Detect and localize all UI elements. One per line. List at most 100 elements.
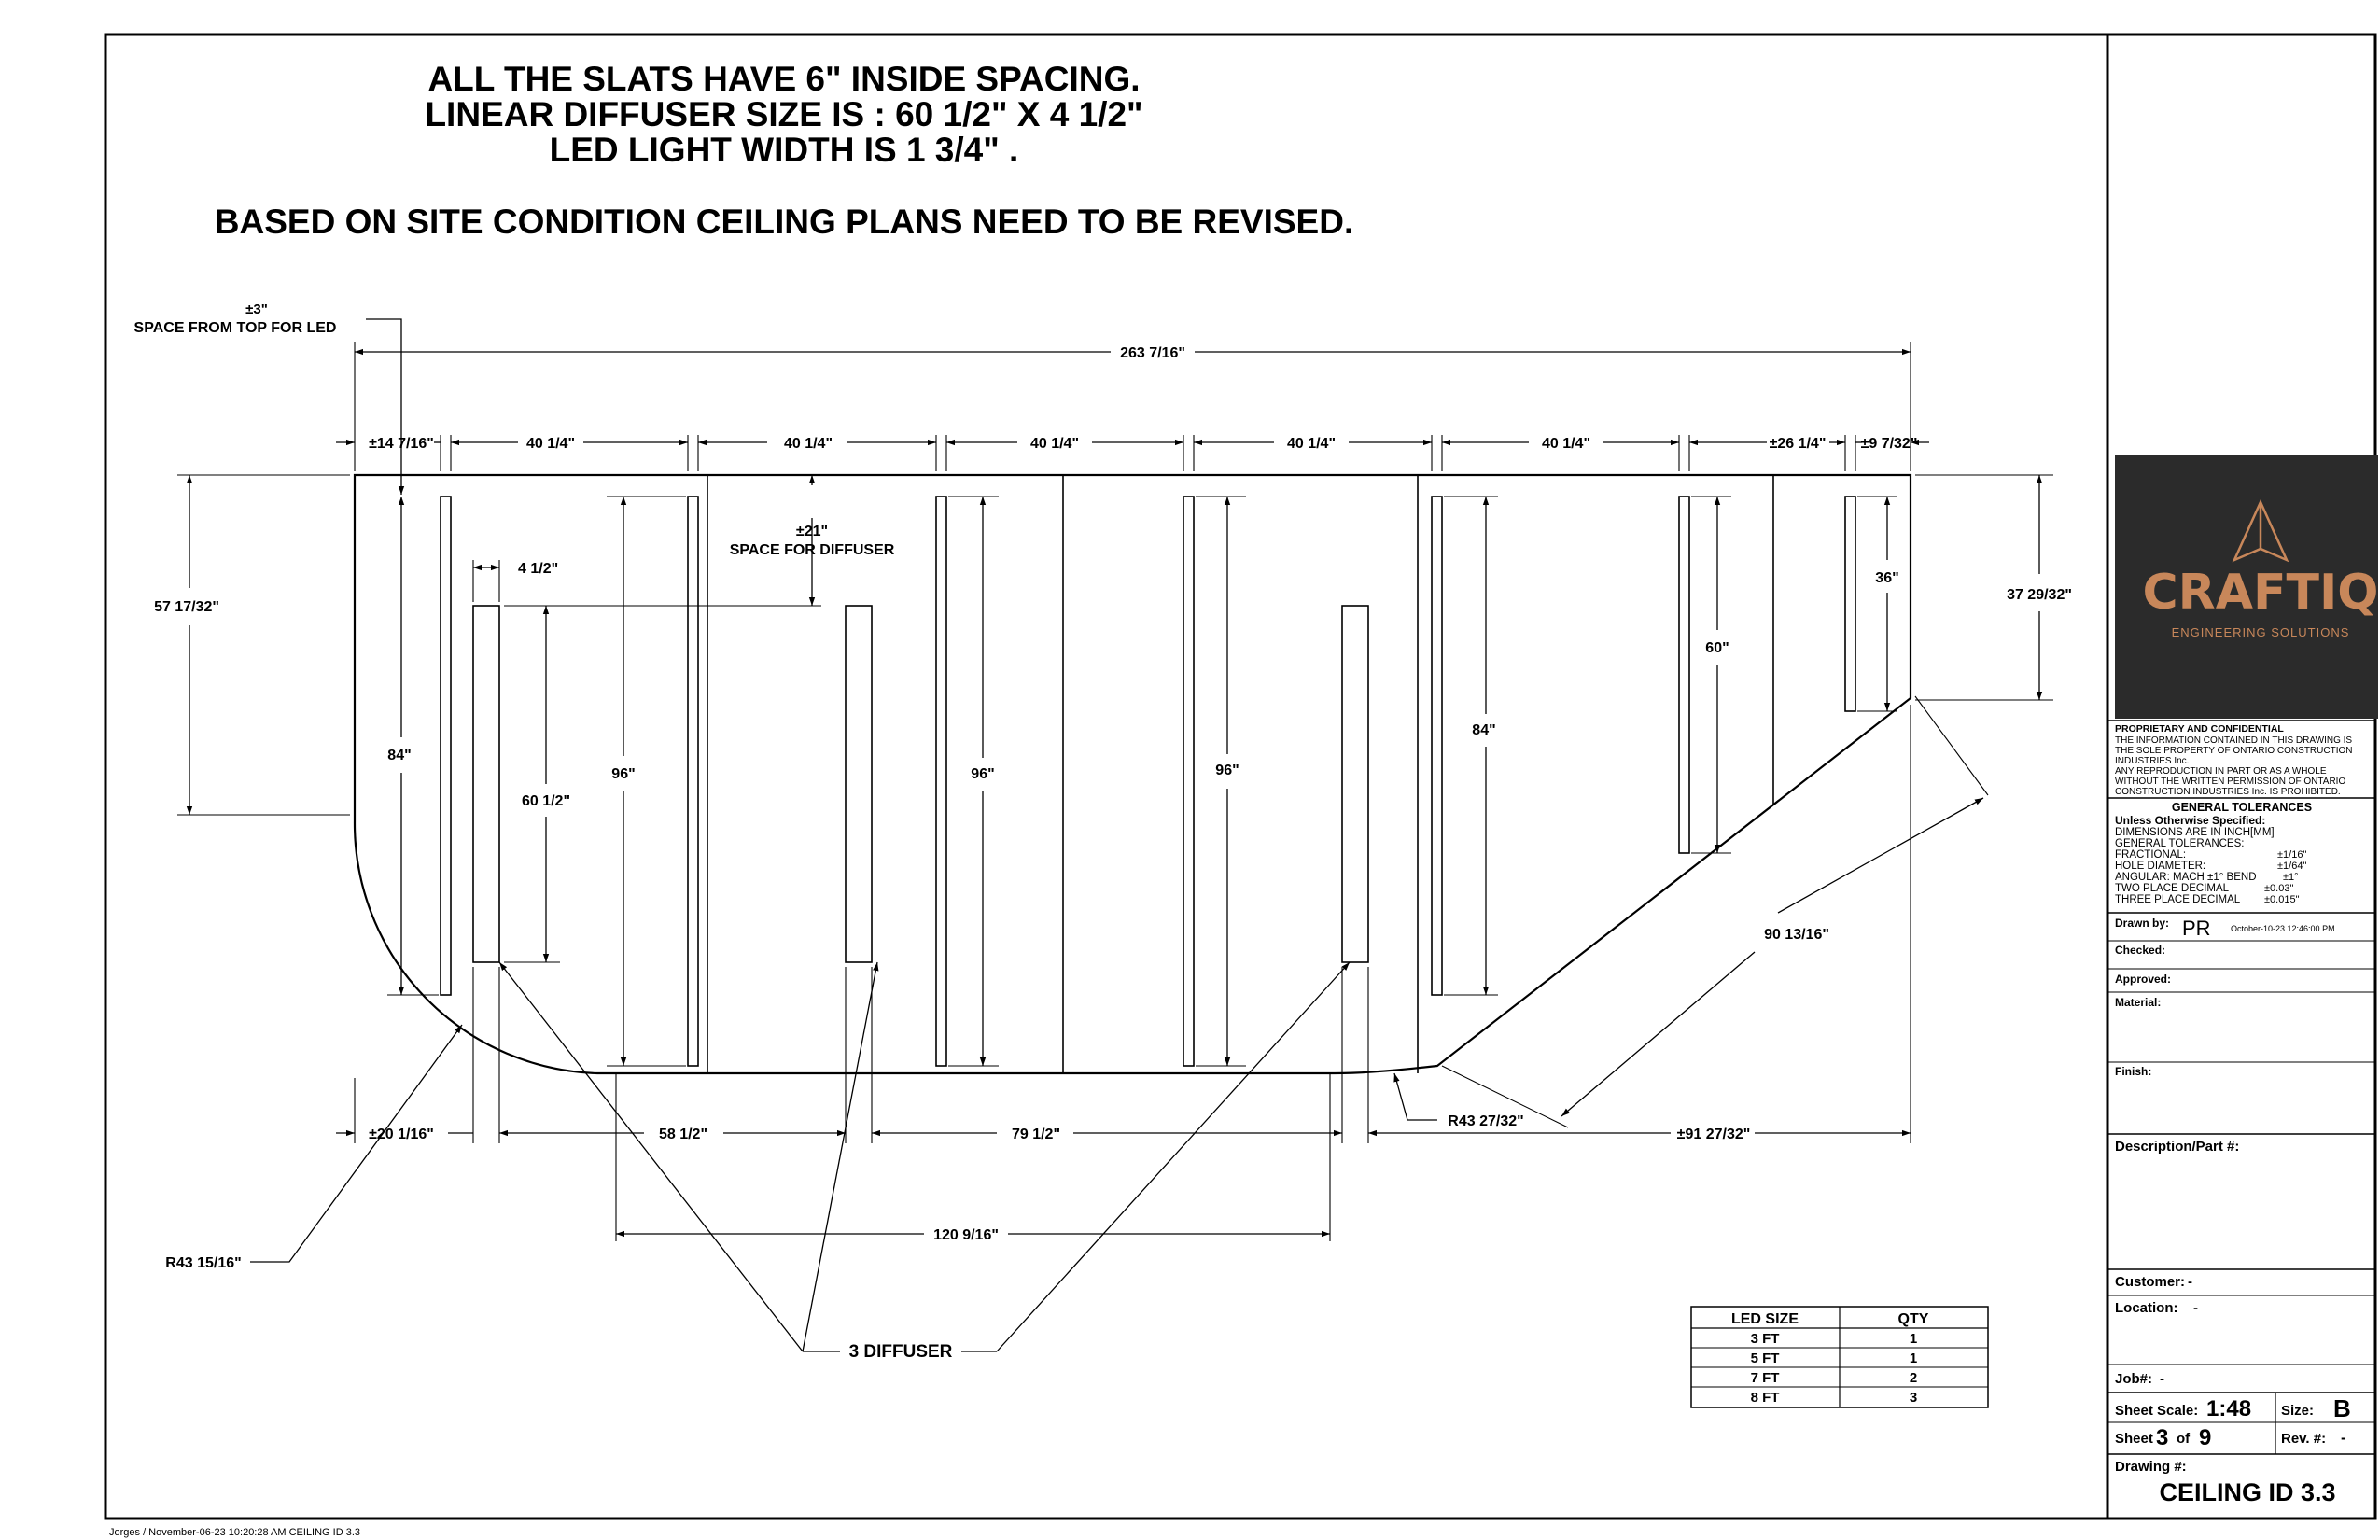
prop-line: ANY REPRODUCTION IN PART OR AS A WHOLE [2115, 766, 2327, 777]
prop-title: PROPRIETARY AND CONFIDENTIAL [2115, 723, 2284, 735]
dim-slat-96-b: 96" [971, 766, 994, 782]
table-cell: 3 FT [1751, 1331, 1780, 1347]
diffuser-space-label: SPACE FOR DIFFUSER [730, 542, 895, 558]
dim-bay-3: 40 1/4" [1030, 436, 1079, 452]
description-label: Description/Part #: [2115, 1139, 2239, 1155]
dim-top-right-b: ±9 7/32" [1861, 436, 1918, 452]
job-label: Job#: [2115, 1371, 2152, 1387]
dim-slat-60: 60" [1705, 640, 1729, 656]
tol-line: THREE PLACE DECIMAL [2115, 894, 2241, 905]
tol-value: ±1° [2283, 872, 2299, 883]
diffuser-callout: 3 DIFFUSER [849, 1342, 953, 1362]
logo-tagline: ENGINEERING SOLUTIONS [2172, 625, 2350, 639]
table-cell: 3 [1910, 1390, 1917, 1406]
material-label: Material: [2115, 996, 2161, 1009]
customer-label: Customer: [2115, 1274, 2185, 1290]
tol-value: ±1/16" [2277, 849, 2306, 861]
diffuser-leader [802, 961, 879, 1352]
tol-value: ±0.03" [2264, 883, 2293, 894]
linear-diffuser [472, 605, 500, 963]
table-cell: 2 [1910, 1370, 1917, 1386]
radius-left-leader [250, 1024, 463, 1263]
note-diffuser-size: LINEAR DIFFUSER SIZE IS : 60 1/2" X 4 1/… [425, 95, 1142, 133]
craftiq-logo-icon [2232, 498, 2289, 563]
dim-slat-84-right: 84" [1472, 722, 1495, 738]
customer-value: - [2188, 1274, 2192, 1290]
dim-right-height: 37 29/32" [2007, 587, 2072, 603]
led-slat [440, 496, 452, 996]
table-cell: 1 [1910, 1331, 1917, 1347]
tol-line: HOLE DIAMETER: [2115, 861, 2205, 872]
drawn-date: October-10-23 12:46:00 PM [2231, 924, 2335, 933]
led-slat [1678, 496, 1690, 854]
table-cell: 7 FT [1751, 1370, 1780, 1386]
prop-line: CONSTRUCTION INDUSTRIES Inc. IS PROHIBIT… [2115, 787, 2341, 797]
led-slat [1431, 496, 1443, 996]
rev-label: Rev. #: [2281, 1431, 2326, 1447]
dim-diffuser-length: 60 1/2" [522, 793, 570, 809]
sheet-number: 3 [2156, 1425, 2168, 1450]
location-value: - [2193, 1300, 2198, 1316]
tol-line: FRACTIONAL: [2115, 849, 2186, 861]
note-slat-spacing: ALL THE SLATS HAVE 6" INSIDE SPACING. [427, 60, 1140, 98]
location-label: Location: [2115, 1300, 2178, 1316]
dim-slat-96-a: 96" [611, 766, 635, 782]
diffuser-leader [498, 961, 804, 1352]
led-slat [935, 496, 947, 1067]
linear-diffuser [845, 605, 873, 963]
prop-line: INDUSTRIES Inc. [2115, 756, 2189, 766]
dim-slat-84-left: 84" [387, 748, 411, 763]
dim-overall-width: 263 7/16" [1120, 345, 1185, 361]
sheet-of: of [2177, 1431, 2191, 1447]
checked-label: Checked: [2115, 944, 2165, 957]
led-table: LED SIZE QTY 3 FT 1 5 FT 1 7 FT 2 8 FT 3 [1690, 1306, 1989, 1408]
dim-slat-96-c: 96" [1215, 763, 1239, 778]
led-space-leader [366, 318, 405, 495]
logo-panel [2115, 455, 2378, 719]
tol-line: GENERAL TOLERANCES: [2115, 838, 2244, 849]
table-header-qty: QTY [1898, 1311, 1929, 1327]
dim-diffuser-span: 120 9/16" [933, 1227, 999, 1243]
dim-bay-5: 40 1/4" [1542, 436, 1590, 452]
dim-top-right-a: ±26 1/4" [1770, 436, 1827, 452]
finish-label: Finish: [2115, 1065, 2151, 1078]
ext-line [1441, 1065, 1569, 1128]
table-cell: 1 [1910, 1351, 1917, 1366]
footer-stamp: Jorges / November-06-23 10:20:28 AM CEIL… [109, 1527, 360, 1538]
tol-line: ANGULAR: MACH ±1° BEND [2115, 872, 2257, 883]
dim-diagonal: 90 13/16" [1764, 927, 1829, 943]
led-slat [1844, 496, 1856, 712]
prop-line: THE SOLE PROPERTY OF ONTARIO CONSTRUCTIO… [2115, 746, 2352, 756]
title-block: CRAFTIQ ENGINEERING SOLUTIONS PROPRIETAR… [2107, 455, 2379, 1506]
size-value: B [2333, 1394, 2351, 1422]
dim-diffuser-width: 4 1/2" [518, 561, 558, 577]
ext-line [1914, 695, 1989, 796]
note-led-width: LED LIGHT WIDTH IS 1 3/4" . [550, 131, 1019, 169]
rev-value: - [2341, 1429, 2346, 1447]
sheet-total: 9 [2199, 1425, 2211, 1450]
tol-line: TWO PLACE DECIMAL [2115, 883, 2230, 894]
tol-title: GENERAL TOLERANCES [2172, 801, 2312, 814]
dim-bottom-bay-1: 58 1/2" [659, 1127, 707, 1142]
dim-bottom-bay-2: 79 1/2" [1012, 1127, 1060, 1142]
led-slat [1183, 496, 1195, 1067]
dim-slat-36: 36" [1875, 570, 1898, 586]
radius-right-leader [1393, 1072, 1437, 1121]
sheet-border [104, 33, 2377, 1520]
logo-name: CRAFTIQ [2143, 565, 2379, 621]
table-cell: 8 FT [1751, 1390, 1780, 1406]
dim-left-height: 57 17/32" [154, 599, 219, 615]
drawing-number: CEILING ID 3.3 [2159, 1478, 2335, 1506]
job-value: - [2160, 1371, 2164, 1387]
drawn-by-value: PR [2182, 917, 2211, 940]
led-space-label: SPACE FROM TOP FOR LED [134, 320, 337, 336]
dim-line [1777, 797, 1984, 914]
diffuser-leader [996, 961, 1351, 1352]
drawn-by-label: Drawn by: [2115, 917, 2169, 930]
led-slat [687, 496, 699, 1067]
diffuser-space-value: ±21" [796, 524, 828, 539]
sheet-label: Sheet [2115, 1431, 2153, 1447]
drawing-label: Drawing #: [2115, 1459, 2187, 1475]
size-label: Size: [2281, 1403, 2314, 1419]
